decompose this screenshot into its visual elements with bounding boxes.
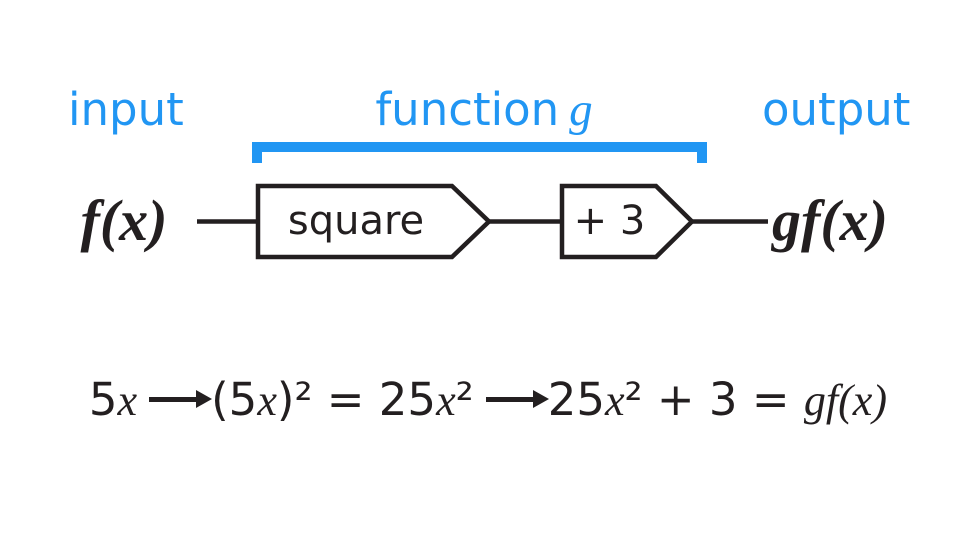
function-g-bracket [252,142,707,163]
eq-superscript: ² [455,373,474,426]
eq-coefficient: 5 [88,373,118,426]
input-label: input [68,83,184,136]
function-symbol-g: g [569,84,593,136]
input-expression: f(x) [80,188,168,253]
eq-coefficient: 25 [547,373,605,426]
eq-variable: x [436,376,456,425]
eq-variable: x [117,376,138,425]
eq-variable: x [604,376,625,425]
function-word: function [375,83,560,136]
eq-variable: x [257,376,277,425]
eq-term: )² = 25 [276,373,437,426]
eq-term: (5 [211,373,258,426]
right-arrow-icon [149,390,213,408]
plus-3-box-label: + 3 [573,198,646,244]
square-box-label: square [287,198,425,244]
eq-term: ² + 3 = [624,373,804,426]
eq-result-expression: gf(x) [803,376,888,425]
plus-3-box-shape [559,183,696,260]
right-arrow-icon [485,390,549,408]
output-expression: gf(x) [772,188,888,253]
output-label: output [762,83,911,136]
square-box-shape [255,183,493,260]
